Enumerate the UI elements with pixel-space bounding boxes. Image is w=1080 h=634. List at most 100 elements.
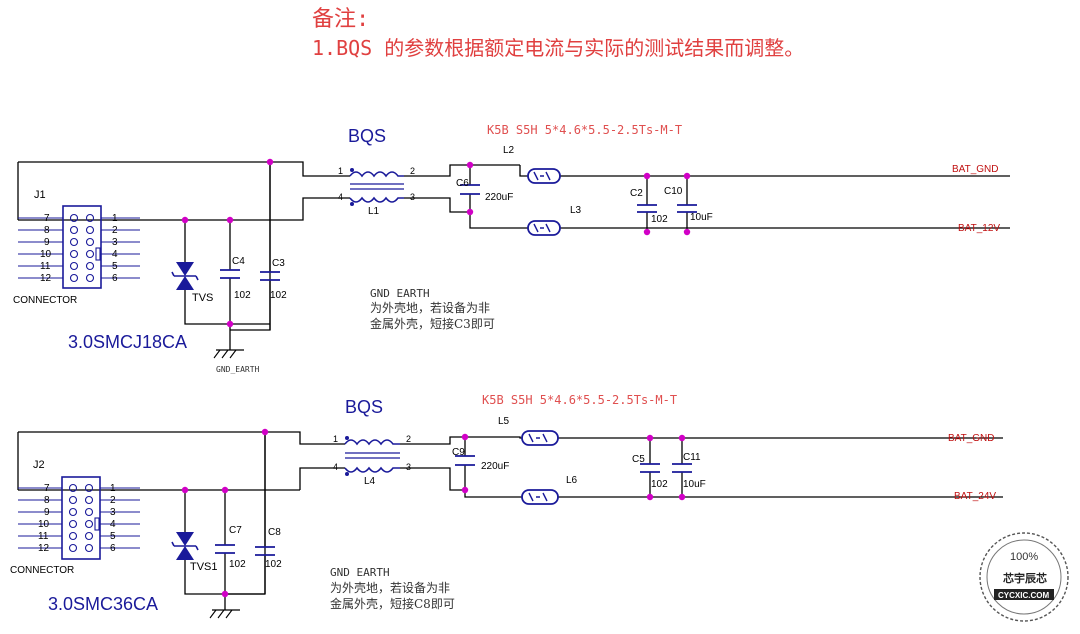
svg-text:11: 11: [38, 531, 49, 542]
watermark-name: 芯宇辰芯: [1003, 571, 1047, 585]
svg-text:为外壳地，若设备为非: 为外壳地，若设备为非: [370, 301, 490, 315]
svg-text:CONNECTOR: CONNECTOR: [10, 565, 74, 576]
svg-text:C2: C2: [630, 188, 643, 199]
bead-part-number-1: K5B S5H 5*4.6*5.5-2.5Ts-M-T: [487, 123, 682, 137]
watermark-site: CYCXIC.COM: [998, 591, 1049, 600]
ferrite-bead-l6: L6: [521, 475, 578, 505]
svg-text:2: 2: [112, 225, 118, 236]
svg-text:9: 9: [44, 237, 50, 248]
svg-text:220uF: 220uF: [481, 461, 509, 472]
connector-j2: J2 7 8 9 10 11 12 1: [10, 459, 140, 576]
svg-text:11: 11: [40, 261, 51, 272]
connector-j1: J1 7 8 9 10 11 12 1: [13, 189, 140, 306]
svg-text:7: 7: [44, 483, 50, 494]
svg-text:5: 5: [110, 531, 116, 542]
svg-text:8: 8: [44, 495, 50, 506]
svg-text:3: 3: [110, 507, 116, 518]
svg-text:1: 1: [112, 213, 118, 224]
capacitor-c11: C11 10uF: [672, 452, 706, 490]
watermark-percent: 100%: [1010, 551, 1038, 563]
svg-text:J2: J2: [33, 459, 45, 471]
capacitor-c3: C3 102: [260, 258, 287, 301]
circuit-1: J1 7 8 9 10 11 12 1: [13, 123, 1010, 374]
svg-text:102: 102: [651, 214, 668, 225]
gnd-earth-label: GND_EARTH: [216, 365, 260, 374]
capacitor-c10: C10 10uF: [664, 186, 713, 223]
ferrite-bead-l2: L2: [503, 145, 561, 184]
svg-text:4: 4: [338, 192, 343, 202]
svg-text:C4: C4: [232, 256, 245, 267]
svg-text:3: 3: [410, 192, 415, 202]
capacitor-c6: C6 220uF: [456, 178, 513, 203]
svg-text:1: 1: [333, 434, 338, 444]
j1-right-pin-numbers: 1 2 3 4 5 6: [112, 213, 118, 284]
svg-text:12: 12: [40, 273, 52, 284]
svg-text:L6: L6: [566, 475, 578, 486]
svg-text:6: 6: [112, 273, 118, 284]
svg-text:C3: C3: [272, 258, 285, 269]
capacitor-c4: C4 102: [220, 256, 251, 301]
svg-text:7: 7: [44, 213, 50, 224]
note-line-1: 1.BQS 的参数根据额定电流与实际的测试结果而调整。: [312, 36, 804, 60]
capacitor-c9: C9 220uF: [452, 447, 509, 472]
svg-text:金属外壳，短接C3即可: 金属外壳，短接C3即可: [370, 316, 495, 331]
ferrite-bead-l3: L3: [527, 205, 582, 236]
svg-text:C6: C6: [456, 178, 469, 189]
gnd-comment-1: GND EARTH 为外壳地，若设备为非 金属外壳，短接C3即可: [370, 287, 495, 331]
capacitor-c2: C2 102: [630, 188, 668, 225]
ferrite-bead-l5: L5: [498, 416, 559, 446]
svg-text:220uF: 220uF: [485, 192, 513, 203]
capacitor-c8: C8 102: [255, 527, 282, 570]
design-note: 备注: 1.BQS 的参数根据额定电流与实际的测试结果而调整。: [312, 7, 804, 60]
svg-text:C9: C9: [452, 447, 465, 458]
svg-text:金属外壳，短接C8即可: 金属外壳，短接C8即可: [330, 596, 455, 611]
gnd-comment-2: GND EARTH 为外壳地，若设备为非 金属外壳，短接C8即可: [330, 566, 455, 611]
capacitor-c5: C5 102: [632, 454, 668, 490]
tvs-diode-1: TVS: [171, 262, 213, 304]
net-label-bat-gnd-1: BAT_GND: [952, 164, 999, 175]
ground-earth-icon: [213, 349, 237, 359]
j1-pin-lines: [18, 217, 140, 279]
note-title: 备注:: [312, 7, 369, 32]
svg-text:4: 4: [110, 519, 116, 530]
ground-earth-icon-2: [209, 609, 233, 619]
j1-left-pin-numbers: 7 8 9 10 11 12: [40, 213, 52, 284]
svg-text:6: 6: [110, 543, 116, 554]
svg-text:C8: C8: [268, 527, 281, 538]
watermark-seal: 100% 芯宇辰芯 CYCXIC.COM: [979, 532, 1069, 622]
svg-text:GND EARTH: GND EARTH: [330, 566, 390, 579]
svg-text:5: 5: [112, 261, 118, 272]
svg-text:2: 2: [410, 166, 415, 176]
bqs-label-1: BQS: [348, 126, 386, 146]
svg-text:102: 102: [234, 290, 251, 301]
svg-text:10uF: 10uF: [683, 479, 706, 490]
svg-text:9: 9: [44, 507, 50, 518]
svg-text:1: 1: [110, 483, 116, 494]
svg-text:2: 2: [110, 495, 116, 506]
svg-text:L2: L2: [503, 145, 515, 156]
svg-text:C5: C5: [632, 454, 645, 465]
junctions-1: [181, 158, 691, 328]
svg-text:102: 102: [651, 479, 668, 490]
junctions-2: [181, 428, 686, 598]
wires-1: [17, 161, 1010, 351]
net-label-bat-24v: BAT_24V: [954, 491, 996, 502]
svg-text:TVS1: TVS1: [190, 561, 218, 573]
svg-text:C10: C10: [664, 186, 683, 197]
j1-label: CONNECTOR: [13, 295, 77, 306]
tvs-part-1: 3.0SMCJ18CA: [68, 332, 187, 352]
common-mode-choke-l4: BQS 1 2 3 4 L4: [333, 397, 411, 487]
tvs-diode-2: TVS1: [171, 532, 218, 573]
common-mode-choke-l1: BQS 1 2 3 4 L1: [338, 126, 415, 217]
svg-text:10uF: 10uF: [690, 212, 713, 223]
bead-part-number-2: K5B S5H 5*4.6*5.5-2.5Ts-M-T: [482, 393, 677, 407]
svg-text:2: 2: [406, 434, 411, 444]
svg-text:L4: L4: [364, 476, 376, 487]
circuit-2: J2 7 8 9 10 11 12 1: [10, 393, 1003, 619]
svg-text:L5: L5: [498, 416, 510, 427]
svg-text:102: 102: [265, 559, 282, 570]
svg-text:3: 3: [112, 237, 118, 248]
svg-text:1: 1: [338, 166, 343, 176]
svg-text:4: 4: [333, 462, 338, 472]
net-label-bat-gnd-2: BAT_GND: [948, 433, 995, 444]
